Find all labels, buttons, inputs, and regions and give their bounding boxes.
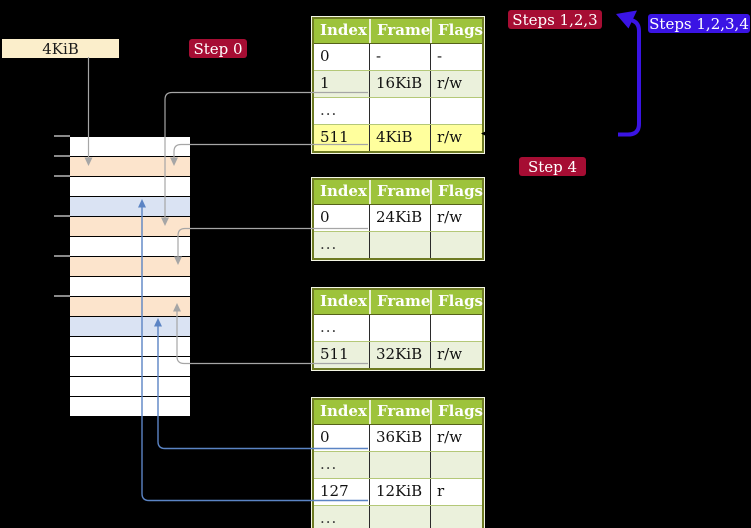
cell-frame: 24KiB (369, 205, 430, 231)
memory-frame (70, 377, 190, 397)
table-header-row: Index Frame Flags (314, 19, 483, 44)
memory-frame (70, 337, 190, 357)
table-row: ... (314, 98, 482, 125)
cell-index: ... (320, 235, 338, 253)
cell-frame (369, 98, 430, 124)
table-row: 511 32KiB r/w (314, 342, 482, 368)
header-cell-frame: Frame (369, 19, 430, 43)
frame-boundary-tick (54, 135, 70, 137)
memory-frame (70, 317, 190, 337)
cell-flags: - (430, 44, 482, 70)
cell-frame: - (369, 44, 430, 70)
cell-index: ... (320, 509, 338, 527)
table-header-row: Index Frame Flags (314, 290, 483, 315)
table-row-recursive-entry: 511 4KiB r/w (314, 125, 482, 151)
cell-flags: r/w (430, 125, 482, 151)
steps123-badge: Steps 1,2,3 (508, 10, 602, 29)
memory-frame (70, 397, 190, 417)
cell-frame: 12KiB (369, 479, 430, 505)
frame-boundary-tick (54, 255, 70, 257)
cell-index: 0 (320, 47, 330, 65)
memory-frame (70, 197, 190, 217)
level-3-page-table: Index Frame Flags 0 24KiB r/w ... (311, 177, 485, 261)
level-2-page-table: Index Frame Flags ... 511 32KiB r/w (311, 287, 485, 371)
cell-index: 0 (320, 428, 330, 446)
memory-frame (70, 257, 190, 277)
header-cell-index: Index (320, 182, 367, 200)
cell-flags (430, 506, 482, 528)
cell-frame (369, 232, 430, 258)
frame-boundary-tick (54, 215, 70, 217)
table-row: ... (314, 452, 482, 479)
cell-flags (430, 232, 482, 258)
header-cell-frame: Frame (369, 180, 430, 204)
cell-flags: r/w (430, 71, 482, 97)
memory-frame (70, 297, 190, 317)
cell-index: ... (320, 455, 338, 473)
header-cell-frame: Frame (369, 400, 430, 424)
header-cell-flags: Flags (430, 19, 483, 43)
cell-flags: r/w (430, 342, 482, 368)
memory-frame (70, 177, 190, 197)
frame-boundary-tick (54, 295, 70, 297)
recursive-loop-arrow (616, 10, 641, 137)
cell-flags (430, 452, 482, 478)
cell-index: 0 (320, 208, 330, 226)
cell-frame: 16KiB (369, 71, 430, 97)
cell-index: ... (320, 318, 338, 336)
header-cell-index: Index (320, 21, 367, 39)
cell-index: 1 (320, 74, 330, 92)
frame-boundary-tick (54, 175, 70, 177)
cell-flags (430, 315, 482, 341)
header-cell-index: Index (320, 292, 367, 310)
cell-index: 511 (314, 125, 369, 151)
level-1-page-table: Index Frame Flags 0 36KiB r/w ... 127 12… (311, 397, 485, 528)
memory-frame (70, 277, 190, 297)
table-header-row: Index Frame Flags (314, 180, 483, 205)
header-cell-flags: Flags (430, 290, 483, 314)
step4-badge: Step 4 (519, 157, 586, 176)
cell-frame (369, 452, 430, 478)
cell-flags: r/w (430, 425, 482, 451)
cell-flags: r/w (430, 205, 482, 231)
step0-badge: Step 0 (189, 39, 247, 58)
cell-frame: 4KiB (369, 125, 430, 151)
frame-size-label: 4KiB (2, 39, 119, 58)
frame-boundary-tick (54, 155, 70, 157)
cell-flags (430, 98, 482, 124)
cell-flags: r (430, 479, 482, 505)
cell-frame: 36KiB (369, 425, 430, 451)
table-row: 0 - - (314, 44, 482, 71)
memory-frame (70, 237, 190, 257)
steps1234-badge: Steps 1,2,3,4 (648, 14, 750, 33)
cell-index: 127 (320, 482, 349, 500)
memory-frame (70, 137, 190, 157)
table-row: 1 16KiB r/w (314, 71, 482, 98)
cell-frame (369, 315, 430, 341)
header-cell-flags: Flags (430, 400, 483, 424)
header-cell-frame: Frame (369, 290, 430, 314)
table-row: ... (314, 232, 482, 258)
header-cell-flags: Flags (430, 180, 483, 204)
level-4-page-table: Index Frame Flags 0 - - 1 16KiB r/w ... … (311, 16, 485, 154)
memory-frame (70, 357, 190, 377)
cell-frame: 32KiB (369, 342, 430, 368)
recursive-loop-black-arrow (481, 128, 618, 139)
table-row: ... (314, 506, 482, 528)
memory-frame (70, 217, 190, 237)
cell-index: 511 (320, 345, 349, 363)
table-row: 127 12KiB r (314, 479, 482, 506)
table-row: 0 36KiB r/w (314, 425, 482, 452)
cell-frame (369, 506, 430, 528)
physical-memory-stack (70, 136, 190, 417)
header-cell-index: Index (320, 402, 367, 420)
table-header-row: Index Frame Flags (314, 400, 483, 425)
cell-index: ... (320, 101, 338, 119)
table-row: ... (314, 315, 482, 342)
memory-frame (70, 157, 190, 177)
table-row: 0 24KiB r/w (314, 205, 482, 232)
